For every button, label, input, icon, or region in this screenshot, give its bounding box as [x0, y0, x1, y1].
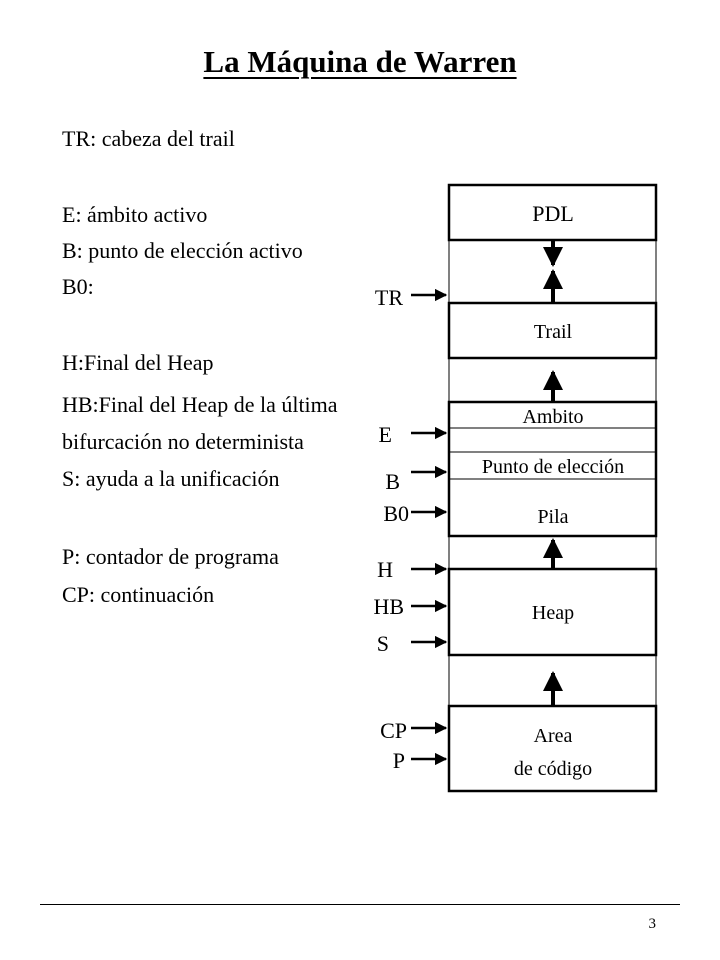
- stack-block: [447, 400, 658, 538]
- pdl-label: PDL: [532, 201, 574, 226]
- desc-h: H:Final del Heap: [62, 350, 214, 375]
- desc-p: P: contador de programa: [62, 544, 279, 569]
- desc-s: S: ayuda a la unificación: [62, 466, 280, 491]
- ambito-label: Ambito: [522, 406, 583, 428]
- desc-hb: HB:Final del Heap de la última: [62, 392, 338, 417]
- desc-b0: B0:: [62, 274, 94, 299]
- pila-label: Pila: [537, 506, 568, 528]
- desc-tr: TR: cabeza del trail: [62, 126, 235, 151]
- heap-block: [447, 567, 658, 657]
- trail-block: [447, 301, 658, 360]
- code-area-label-line2: de código: [514, 758, 592, 780]
- heap-label: Heap: [532, 602, 574, 624]
- register-tr-label: TR: [375, 285, 403, 310]
- register-p-label: P: [393, 748, 405, 773]
- trail-label: Trail: [534, 321, 573, 343]
- code-area-label-line1: Area: [534, 725, 573, 747]
- footer-divider: [40, 904, 680, 905]
- register-b-label: B: [385, 469, 400, 494]
- desc-b: B: punto de elección activo: [62, 238, 303, 263]
- register-e-label: E: [379, 422, 392, 447]
- register-s-label: S: [377, 631, 389, 656]
- desc-cp: CP: continuación: [62, 582, 215, 607]
- desc-e: E: ámbito activo: [62, 202, 208, 227]
- pdl-block: [447, 183, 658, 242]
- page-title: La Máquina de Warren: [203, 44, 517, 79]
- desc-hb-continued: bifurcación no determinista: [62, 429, 304, 454]
- register-h-label: H: [377, 557, 393, 582]
- page-number: 3: [648, 916, 657, 932]
- register-cp-label: CP: [380, 718, 407, 743]
- choice-point-label: Punto de elección: [482, 456, 624, 478]
- register-hb-label: HB: [373, 594, 404, 619]
- register-b0-label: B0: [383, 501, 409, 526]
